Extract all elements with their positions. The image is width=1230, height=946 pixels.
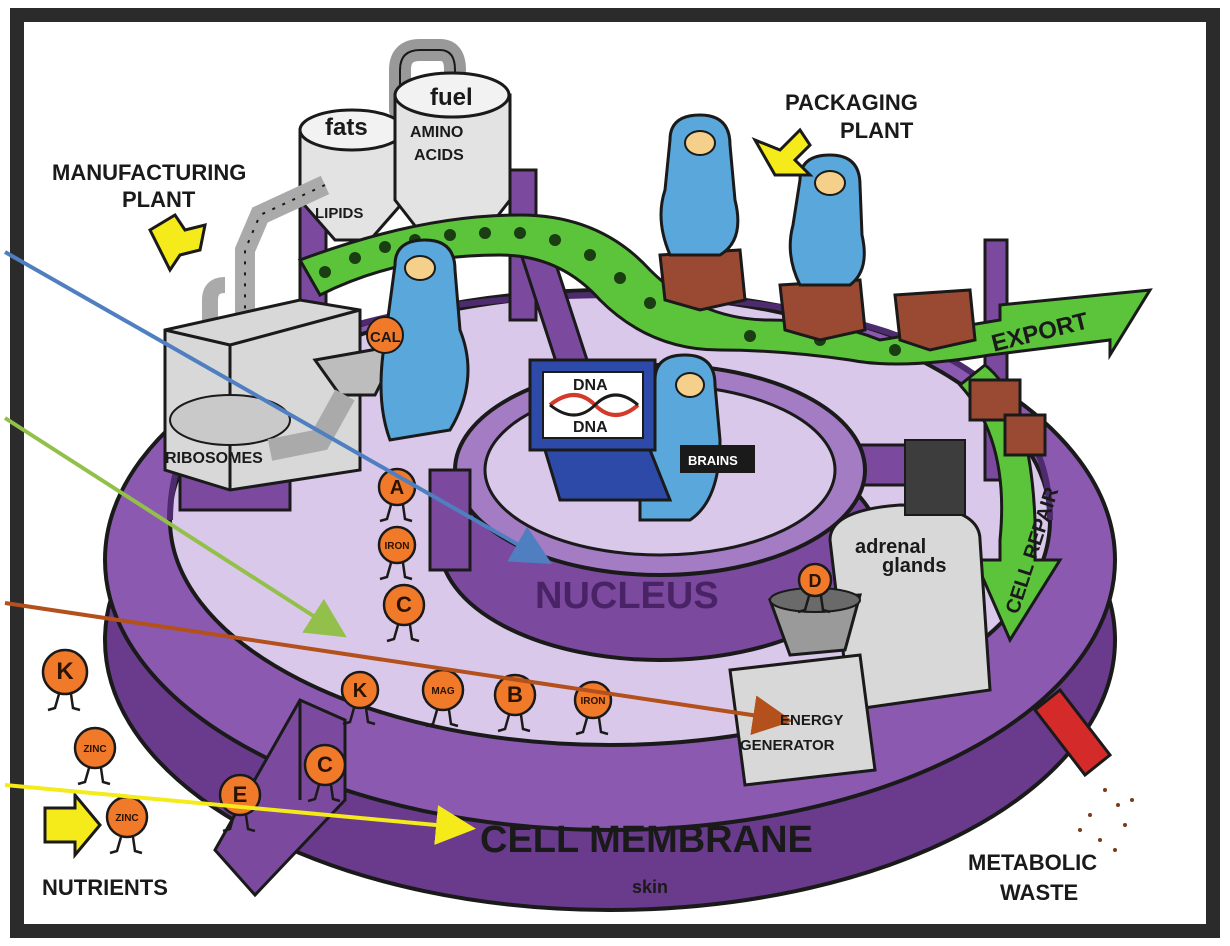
energy-label: ENERGY [780,712,843,729]
vitamin-label: C [317,752,333,777]
dna-label-bottom: DNA [573,419,608,436]
vitamin-label: C [396,592,412,617]
vitamin-zinc-1: ZINC [75,728,115,784]
generator-label: GENERATOR [740,737,835,754]
vitamin-label: ZINC [115,813,138,824]
lipids-label: LIPIDS [315,205,363,222]
vitamin-label: MAG [431,686,455,697]
amino-label: AMINO [410,124,463,141]
skin-label: skin [632,877,668,897]
nucleus-label: NUCLEUS [535,575,719,617]
manufacturing-plant-label: MANUFACTURING [52,160,246,185]
vitamin-label: B [507,682,523,707]
vitamin-label: E [233,782,248,807]
vitamin-label: K [56,658,74,685]
ribosomes-label: RIBOSOMES [165,450,263,467]
cell-membrane-label: CELL MEMBRANE [480,819,813,861]
fats-label: fats [325,114,368,141]
vitamin-label: ZINC [83,744,106,755]
vitamin-zinc-2: ZINC [107,797,147,853]
fuel-label: fuel [430,84,473,111]
cal-label: CAL [370,329,401,346]
vitamin-label: K [353,680,368,702]
glands-label: glands [882,555,946,577]
acids-label: ACIDS [414,147,464,164]
packaging-plant-label: PACKAGING [785,90,918,115]
manufacturing-plant-label-2: PLANT [122,187,196,212]
metabolic-label: METABOLIC [968,850,1097,875]
vitamin-label: D [809,571,822,591]
nutrients-label: NUTRIENTS [42,875,168,900]
vitamin-label: IRON [385,541,410,552]
waste-label: WASTE [1000,880,1078,905]
vitamin-label: IRON [581,696,606,707]
brains-label: BRAINS [688,453,738,468]
vitamin-k-2: K [43,650,87,710]
packaging-plant-label-2: PLANT [840,118,914,143]
dna-label-top: DNA [573,377,608,394]
